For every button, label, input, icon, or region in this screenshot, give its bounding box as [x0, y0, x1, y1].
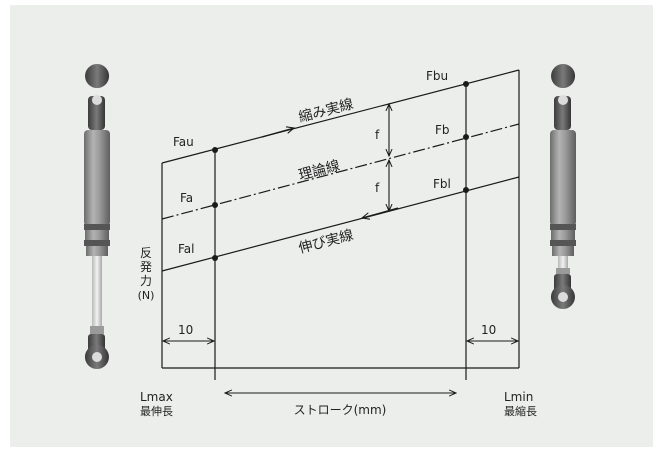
- label-fau: Fau: [173, 135, 194, 149]
- label-fa: Fa: [180, 191, 193, 205]
- label-fbl: Fbl: [433, 177, 451, 191]
- extension-line: [161, 176, 520, 272]
- gas-spring-extended-icon: [84, 64, 110, 369]
- label-fal: Fal: [178, 242, 195, 256]
- point-fal: [212, 255, 218, 261]
- svg-text:(N): (N): [138, 289, 155, 302]
- gas-spring-compressed-icon: [550, 64, 576, 309]
- right-offset-label: 10: [481, 323, 496, 337]
- lmax-code: Lmax: [140, 390, 173, 404]
- stroke-label: ストローク(mm): [294, 403, 387, 417]
- lmin-code: Lmin: [504, 390, 533, 404]
- friction-upper-label: f: [375, 128, 380, 142]
- point-fa: [212, 202, 218, 208]
- svg-text:反: 反: [140, 246, 152, 260]
- point-fb: [463, 134, 469, 140]
- label-fbu: Fbu: [426, 69, 448, 83]
- lmax-name: 最伸長: [140, 405, 173, 418]
- compression-line: [161, 69, 520, 164]
- svg-text:発: 発: [140, 260, 152, 274]
- friction-lower-label: f: [375, 181, 380, 195]
- point-fau: [212, 147, 218, 153]
- label-fb: Fb: [435, 123, 450, 137]
- theory-line: [161, 123, 520, 220]
- point-fbl: [463, 187, 469, 193]
- svg-text:力: 力: [140, 274, 152, 288]
- point-fbu: [463, 81, 469, 87]
- y-axis-label: 反 発 力 (N): [138, 246, 155, 302]
- left-offset-label: 10: [178, 323, 193, 337]
- lmin-name: 最縮長: [504, 404, 537, 418]
- compression-direction-arrow: [261, 128, 294, 138]
